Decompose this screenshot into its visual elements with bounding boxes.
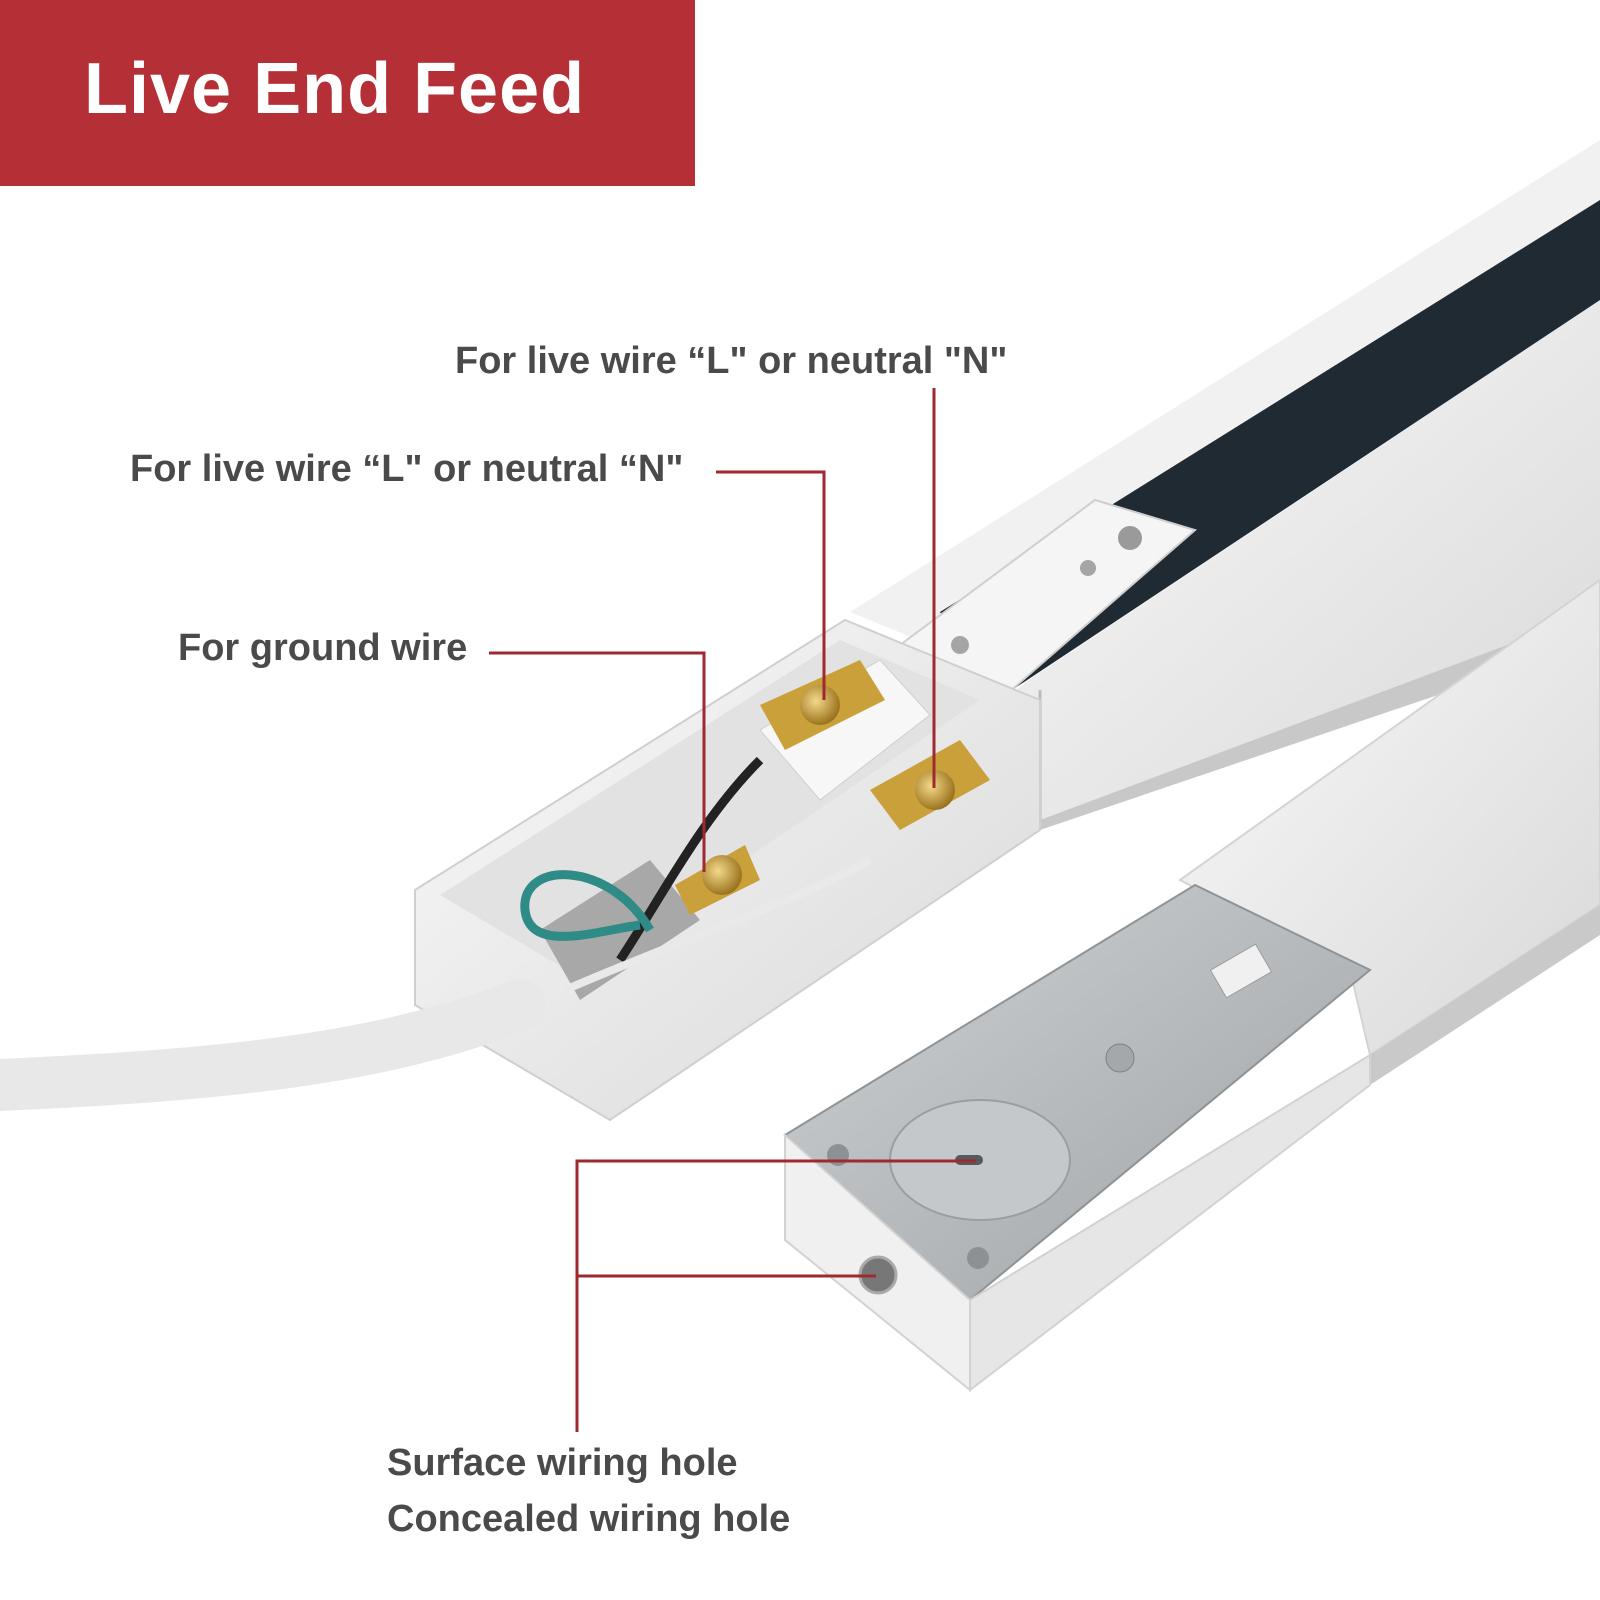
black-wire xyxy=(616,756,764,963)
screw-hole xyxy=(951,636,969,654)
ground-wire xyxy=(520,870,654,941)
callout-concealed-wiring-hole: Concealed wiring hole xyxy=(387,1498,791,1540)
title-banner: Live End Feed xyxy=(0,0,695,186)
screw-icon xyxy=(1105,1043,1135,1073)
terminal-left xyxy=(760,660,885,750)
screw-hole xyxy=(1080,560,1096,576)
end-cap xyxy=(783,883,1372,1393)
callout-surface-wiring-hole: Surface wiring hole xyxy=(387,1442,738,1484)
internal-wires xyxy=(520,756,872,994)
leader-line-ground xyxy=(489,651,706,872)
leader-line-mid xyxy=(716,470,826,700)
screw-icon xyxy=(800,685,840,725)
screw-icon xyxy=(702,855,742,895)
callout-live-neutral-mid: For live wire “L" or neutral “N" xyxy=(130,448,684,490)
power-cable xyxy=(0,979,546,1111)
screw-icon xyxy=(915,770,955,810)
screw-hole xyxy=(1118,526,1142,550)
callout-ground-wire: For ground wire xyxy=(178,627,468,669)
callout-live-neutral-top: For live wire “L" or neutral "N" xyxy=(455,340,1008,382)
white-wire xyxy=(563,856,872,994)
page-title: Live End Feed xyxy=(84,49,586,129)
leader-line-surface xyxy=(575,1159,976,1432)
terminal-ground xyxy=(675,845,760,915)
terminal-right xyxy=(870,740,990,830)
